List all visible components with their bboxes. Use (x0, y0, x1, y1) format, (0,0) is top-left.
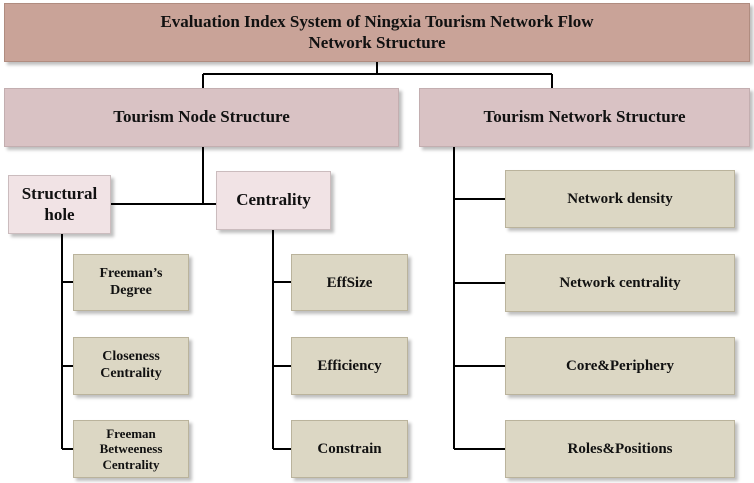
root-node: Evaluation Index System of Ningxia Touri… (4, 3, 750, 62)
root-title-line2: Network Structure (308, 32, 446, 52)
network-centrality: Network centrality (505, 254, 735, 312)
effsize-label: EffSize (326, 274, 373, 291)
constrain: Constrain (291, 420, 408, 478)
freeman-betweeness-line2: Betweeness (99, 441, 163, 457)
freeman-betweeness-line3: Centrality (102, 456, 160, 472)
centrality: Centrality (216, 171, 331, 230)
freeman-betweeness-line1: Freeman (106, 425, 156, 441)
roles-positions: Roles&Positions (505, 420, 735, 478)
tourism-node-structure: Tourism Node Structure (4, 88, 399, 147)
closeness-centrality: Closeness Centrality (73, 337, 189, 395)
freemans-degree: Freeman’s Degree (73, 254, 189, 311)
centrality-label: Centrality (236, 190, 311, 210)
structural-hole: Structural hole (8, 175, 111, 234)
closeness-centrality-line1: Closeness (102, 349, 160, 365)
effsize: EffSize (291, 254, 408, 311)
freemans-degree-line2: Degree (110, 282, 152, 298)
roles-positions-label: Roles&Positions (567, 441, 673, 457)
efficiency-label: Efficiency (317, 358, 382, 374)
network-centrality-label: Network centrality (559, 275, 681, 291)
network-density: Network density (505, 170, 735, 228)
constrain-label: Constrain (317, 441, 382, 457)
tourism-network-structure-label: Tourism Network Structure (483, 107, 686, 127)
network-density-label: Network density (567, 191, 673, 207)
core-periphery: Core&Periphery (505, 337, 735, 395)
root-title-line1: Evaluation Index System of Ningxia Touri… (160, 12, 594, 32)
structural-hole-line1: Structural (21, 184, 98, 204)
structural-hole-line2: hole (44, 204, 75, 224)
freemans-degree-line1: Freeman’s (99, 265, 163, 281)
core-periphery-label: Core&Periphery (565, 358, 675, 374)
freeman-betweeness-centrality: Freeman Betweeness Centrality (73, 420, 189, 478)
tourism-network-structure: Tourism Network Structure (419, 88, 750, 147)
tourism-node-structure-label: Tourism Node Structure (113, 107, 290, 127)
closeness-centrality-line2: Centrality (100, 366, 162, 381)
efficiency: Efficiency (291, 337, 408, 395)
